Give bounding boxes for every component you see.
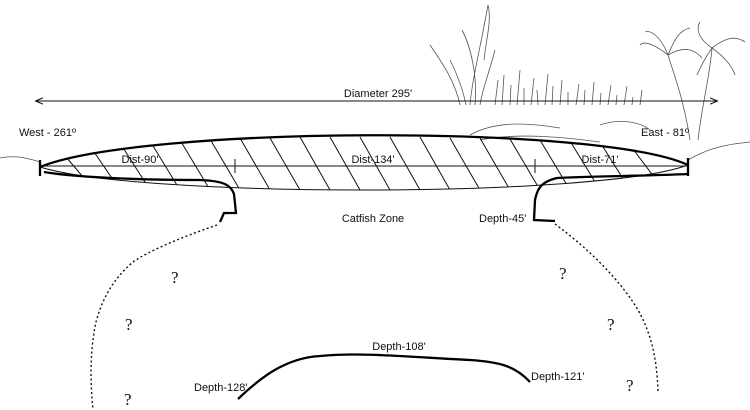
right-depth-label: Depth-121' <box>531 371 584 383</box>
east-bearing-label: East - 81º <box>641 127 689 139</box>
left-bank-line <box>0 156 41 163</box>
unknown-marker: ? <box>125 315 133 334</box>
distance-middle-label: Dist-134' <box>351 154 394 166</box>
unknown-marker: ? <box>171 268 179 287</box>
distance-left-label: Dist-90' <box>122 154 159 166</box>
unknown-marker: ? <box>559 264 567 283</box>
catfish-zone-label: Catfish Zone <box>342 213 404 225</box>
top-depth-label: Depth-108' <box>372 341 425 353</box>
right-wall-profile <box>532 172 689 223</box>
ledge-depth-label: Depth-45' <box>479 213 526 225</box>
grass-tufts <box>494 69 643 106</box>
palm-fronds <box>639 21 746 76</box>
distance-right-label: Dist-71' <box>582 154 619 166</box>
right-bank-line <box>687 141 750 161</box>
left-depth-label: Depth-128' <box>194 382 247 394</box>
reed-stalk <box>429 4 496 106</box>
right-uncertain-wall <box>554 223 659 393</box>
surface-upper-rim <box>39 134 689 169</box>
bottom-mound-profile <box>237 353 531 400</box>
unknown-marker: ? <box>124 390 132 409</box>
unknown-marker: ? <box>626 376 634 395</box>
left-wall-profile <box>43 170 238 223</box>
left-uncertain-wall <box>90 224 218 410</box>
unknown-marker: ? <box>607 315 615 334</box>
vegetation-group <box>0 4 750 163</box>
palm-trunk <box>667 47 713 141</box>
diameter-label: Diameter 295' <box>344 88 412 100</box>
west-bearing-label: West - 261º <box>19 127 76 139</box>
